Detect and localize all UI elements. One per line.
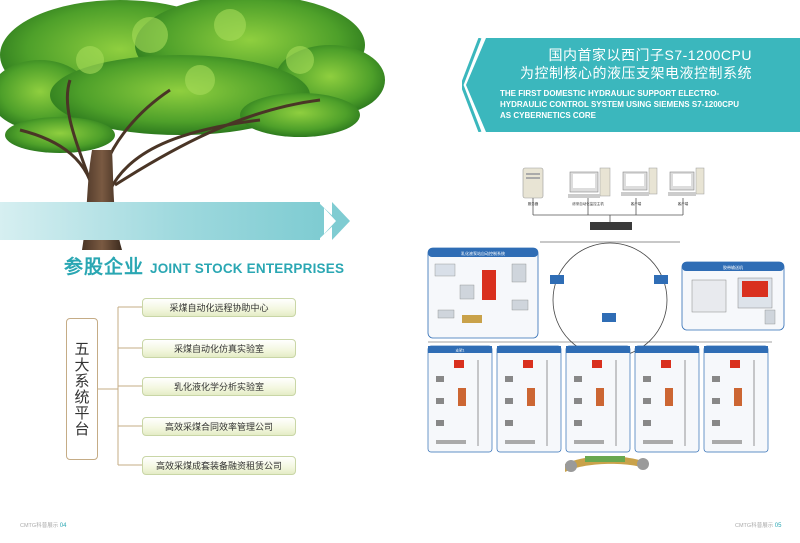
monitor-host-icon [568, 167, 611, 198]
ring-network [552, 242, 668, 358]
platform-item-simulation-lab: 采煤自动化仿真实验室 [142, 339, 296, 358]
banner-en: THE FIRST DOMESTIC HYDRAULIC SUPPORT ELE… [500, 88, 739, 121]
network-switch-icon [590, 222, 632, 230]
platform-label: 五大系统平台 [72, 341, 91, 437]
tree-connector-lines [98, 306, 142, 466]
teal-ribbon [0, 202, 320, 240]
platform-label-box: 五大系统平台 [66, 318, 98, 460]
client-2-icon [668, 167, 705, 196]
section-title-en: JOINT STOCK ENTERPRISES [150, 261, 345, 276]
section-title-cn: 参股企业 [64, 257, 145, 278]
ring-node-icon [602, 313, 616, 322]
platform-item-leasing: 高效采煤成套装备融资租赁公司 [142, 456, 296, 475]
title-banner [462, 38, 800, 132]
footer-left-brand: CMTG科普展示 [20, 523, 59, 529]
footer-left-page: 04 [59, 523, 67, 529]
banner-cn: 国内首家以西门子S7-1200CPU 为控制核心的液压支架电液控制系统 [520, 46, 752, 82]
banner-cn-line1: 国内首家以西门子S7-1200CPU [548, 47, 752, 63]
banner-en-line2: HYDRAULIC CONTROL SYSTEM USING SIEMENS S… [500, 100, 740, 109]
banner-cn-line2: 为控制核心的液压支架电液控制系统 [520, 65, 752, 81]
footer-right: CMTG科普展示 05 [735, 521, 781, 529]
platform-item-contract-mgmt: 高效采煤合同效率管理公司 [142, 417, 296, 436]
chevron-right-icon [324, 202, 350, 240]
ring-node-icon [654, 275, 668, 284]
footer-left: CMTG科普展示 04 [20, 521, 66, 529]
support-unit-title: 支架1 [456, 348, 465, 353]
belt-conveyor-title: 胶带输送机 [723, 264, 743, 270]
footer-right-page: 05 [774, 523, 782, 529]
control-system-diagram: 服务器 综采自动化监控主机 客户端 客户端 [427, 167, 785, 472]
platform-item-remote-assist: 采煤自动化远程协助中心 [142, 298, 296, 317]
banner-en-line1: THE FIRST DOMESTIC HYDRAULIC SUPPORT ELE… [500, 89, 720, 98]
pump-station-title: 乳化液泵站自动控制系统 [461, 250, 505, 256]
control-box-red [482, 270, 496, 300]
server-icon [522, 167, 544, 199]
support-units: 支架1 [427, 345, 769, 453]
ring-node-icon [550, 275, 564, 284]
tree-illustration [0, 0, 385, 250]
banner-en-line3: AS CYBERNETICS CORE [500, 111, 597, 120]
client-1-icon [621, 167, 658, 196]
footer-right-brand: CMTG科普展示 [735, 523, 774, 529]
platform-item-chem-lab: 乳化液化学分析实验室 [142, 377, 296, 396]
section-title: 参股企业 JOINT STOCK ENTERPRISES [64, 252, 344, 279]
shearer-icon [565, 456, 649, 472]
